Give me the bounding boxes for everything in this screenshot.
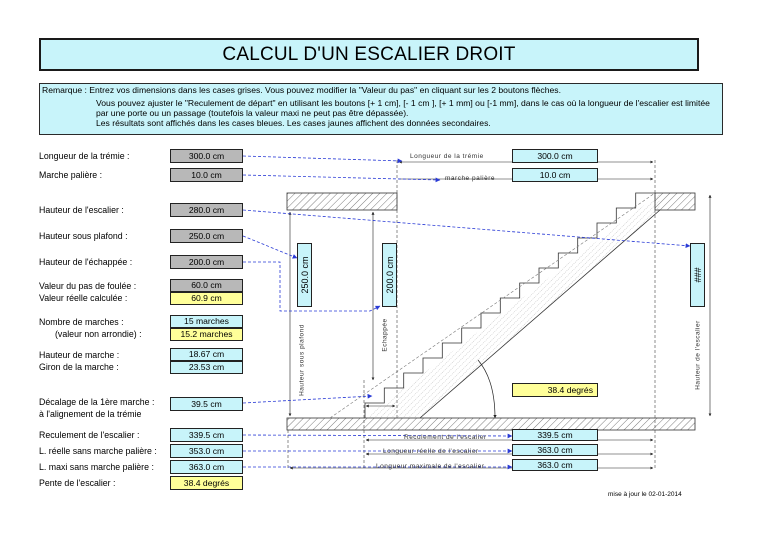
nb-non-arrondi-value: 15.2 marches xyxy=(170,328,243,341)
link-tremie xyxy=(242,155,403,164)
l-reelle-value: 353.0 cm xyxy=(170,444,243,458)
dim-label-lreelle: Longueur réelle de l'escalier xyxy=(383,448,479,455)
diagram-lmaxi-value: 363.0 cm xyxy=(512,459,598,471)
link-echappee xyxy=(243,261,381,312)
diagram-tremie-value: 300.0 cm xyxy=(512,149,598,163)
dim-label-reculement: Reculement de l'escalier xyxy=(404,434,487,441)
label-nb-non-arrondi: (valeur non arrondie) : xyxy=(55,329,142,339)
dim-label-marche: marche palière xyxy=(445,175,495,182)
diagram-echappee-text: 200.0 cm xyxy=(384,256,395,294)
hauteur-echappee-input[interactable]: 200.0 cm xyxy=(170,255,243,269)
stair-pitch-line xyxy=(329,192,656,419)
label-hauteur-escalier: Hauteur de l'escalier : xyxy=(39,205,124,215)
label-tremie: Longueur de la trémie : xyxy=(39,151,130,161)
angle-arc xyxy=(477,359,497,419)
label-decalage-1: Décalage de la 1ère marche : xyxy=(39,397,155,407)
marche-paliere-input[interactable]: 10.0 cm xyxy=(170,168,243,182)
nb-marches-value: 15 marches xyxy=(170,315,243,328)
diagram-plafond-text: 250.0 cm xyxy=(299,256,310,294)
reculement-value: 339.5 cm xyxy=(170,428,243,442)
diagram-marche-value: 10.0 cm xyxy=(512,168,598,182)
dim-label-lmaxi: Longueur maximale de l'escalier xyxy=(376,463,485,470)
diagram-plafond-value: 250.0 cm xyxy=(297,243,312,307)
label-l-reelle: L. réelle sans marche palière : xyxy=(39,446,157,456)
pas-foulee-input[interactable]: 60.0 cm xyxy=(170,279,243,292)
dim-plafond-label-wrap: Hauteur sous plafond xyxy=(296,320,308,400)
diagram-reculement-value: 339.5 cm xyxy=(512,429,598,441)
giron-value: 23.53 cm xyxy=(170,361,243,374)
label-nb-marches: Nombre de marches : xyxy=(39,317,124,327)
tremie-input[interactable]: 300.0 cm xyxy=(170,149,243,163)
remark-line-3-text: Les résultats sont affichés dans les cas… xyxy=(96,118,491,129)
diagram-angle-value: 38.4 degrés xyxy=(512,383,598,397)
label-marche-paliere: Marche palière : xyxy=(39,170,103,180)
stair-body xyxy=(365,193,660,418)
decalage-value: 39.5 cm xyxy=(170,397,243,411)
label-hauteur-marche: Hauteur de marche : xyxy=(39,350,120,360)
dim-echappee-label-wrap: Echappée xyxy=(379,315,391,355)
dim-label-tremie: Longueur de la trémie xyxy=(410,153,484,160)
label-decalage-2: à l'alignement de la trémie xyxy=(39,409,142,419)
label-hauteur-echappee: Hauteur de l'échappée : xyxy=(39,257,133,267)
link-decalage xyxy=(242,393,373,404)
stair-underside xyxy=(419,209,661,419)
label-pas-reel: Valeur réelle calculée : xyxy=(39,293,128,303)
ceiling-slab-right xyxy=(654,192,696,211)
dim-label-plafond: Hauteur sous plafond xyxy=(298,324,306,396)
pas-reel-value: 60.9 cm xyxy=(170,292,243,305)
hauteur-marche-value: 18.67 cm xyxy=(170,348,243,361)
label-giron: Giron de la marche : xyxy=(39,362,119,372)
remark-line-2-text: Vous pouvez ajuster le "Reculement de dé… xyxy=(96,98,710,119)
label-pente: Pente de l'escalier : xyxy=(39,478,116,488)
hauteur-plafond-input[interactable]: 250.0 cm xyxy=(170,229,243,243)
dim-hauteur-label-wrap: Hauteur de l'escalier xyxy=(692,315,704,395)
update-date: mise à jour le 02-01-2014 xyxy=(608,491,682,498)
link-plafond xyxy=(242,235,298,259)
remark-line-2: Vous pouvez ajuster le "Reculement de dé… xyxy=(96,98,722,129)
l-maxi-value: 363.0 cm xyxy=(170,460,243,474)
page-title: CALCUL D'UN ESCALIER DROIT xyxy=(39,38,699,71)
label-reculement: Reculement de l'escalier : xyxy=(39,430,140,440)
remark-panel: Remarque : Entrez vos dimensions dans le… xyxy=(39,83,723,135)
ceiling-slab-left xyxy=(286,192,398,211)
link-marche xyxy=(242,174,441,183)
stair-steps xyxy=(364,192,655,418)
diagram-hauteur-text: ### xyxy=(692,267,703,283)
diagram-hauteur-value: ### xyxy=(690,243,705,307)
dim-label-echappee: Echappée xyxy=(381,318,389,352)
diagram-lreelle-value: 363.0 cm xyxy=(512,444,598,456)
floor-slab xyxy=(286,417,696,431)
dim-label-hauteur: Hauteur de l'escalier xyxy=(694,320,702,390)
label-pas-foulee: Valeur du pas de foulée : xyxy=(39,281,137,291)
diagram-echappee-value: 200.0 cm xyxy=(382,243,397,307)
label-l-maxi: L. maxi sans marche palière : xyxy=(39,462,154,472)
label-hauteur-plafond: Hauteur sous plafond : xyxy=(39,231,128,241)
pente-value: 38.4 degrés xyxy=(170,476,243,490)
hauteur-escalier-input[interactable]: 280.0 cm xyxy=(170,203,243,217)
remark-line-1: Remarque : Entrez vos dimensions dans le… xyxy=(42,85,561,95)
